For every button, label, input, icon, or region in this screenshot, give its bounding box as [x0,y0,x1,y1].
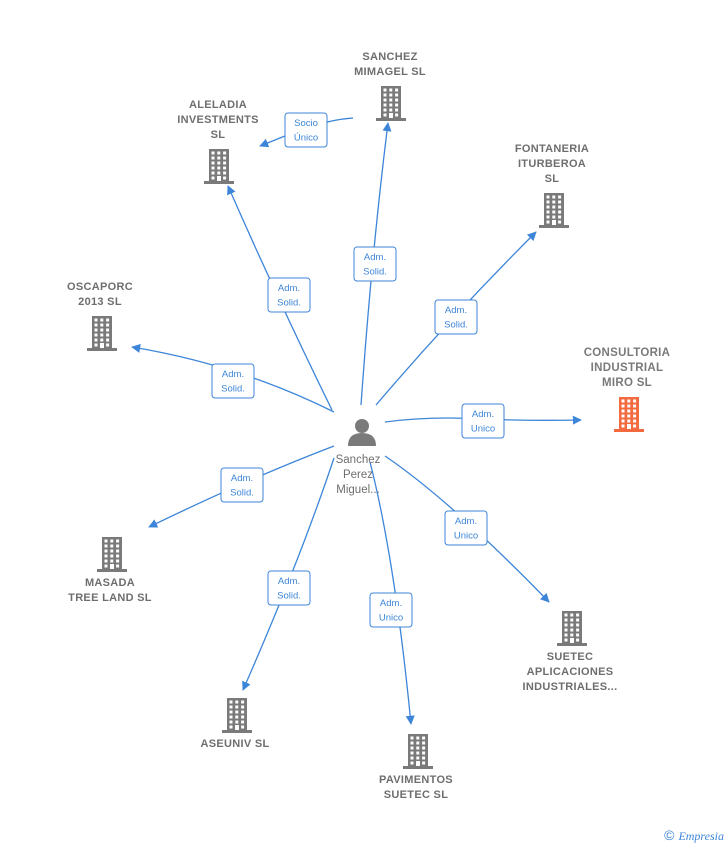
building-icon [403,734,433,769]
edge-label-text: Solid. [277,298,301,309]
company-name-line: SUETEC SL [384,789,448,801]
company-name-line: PAVIMENTOS [379,774,453,786]
building-icon [97,537,127,572]
company-node-pavimentos-suetec[interactable]: PAVIMENTOS SUETEC SL [379,734,453,801]
edge-label-text: Adm. [364,252,386,263]
company-name-line: CONSULTORIA [584,347,671,359]
building-icon [87,316,117,351]
edge-label-text: Solid. [221,384,245,395]
person-name-line: Sanchez [336,454,381,466]
edge-label-text: Único [294,133,318,144]
copyright-icon: © [664,827,675,843]
edge-label-text: Adm. [455,516,477,527]
building-icon [376,86,406,121]
company-name-line: SL [211,129,226,141]
person-icon [348,419,376,446]
building-icon [222,698,252,733]
building-icon [614,397,644,432]
person-name-line: Perez [343,469,373,481]
company-name-line: OSCAPORC [67,281,133,293]
edges-layer [131,117,582,725]
edge-label-box [369,592,413,628]
edge-label-pavimentos-suetec[interactable]: Adm. Unico [369,592,413,628]
edge-label-text: Solid. [363,267,387,278]
building-icon [204,149,234,184]
edge-label-text: Solid. [230,488,254,499]
edge-label-box [267,277,311,313]
edge-label-text: Solid. [277,591,301,602]
company-name-line: MIMAGEL SL [354,66,426,78]
edge-label-masada-tree-land[interactable]: Adm. Solid. [220,467,264,503]
edge-label-box [284,112,328,148]
company-node-suetec-aplicaciones[interactable]: SUETEC APLICACIONES INDUSTRIALES... [523,611,618,693]
company-name-line: MIRO SL [602,377,652,389]
building-icon [539,193,569,228]
company-name-line: INDUSTRIALES... [523,681,618,693]
person-name-line: Miguel... [336,484,379,496]
company-node-aleladia-investments[interactable]: ALELADIA INVESTMENTS SL [177,99,259,184]
edge-label-text: Adm. [278,283,300,294]
edge-label-text: Adm. [222,369,244,380]
brand-logo-text: Empresia [678,829,724,843]
company-node-consultoria-industrial-miro[interactable]: CONSULTORIA INDUSTRIAL MIRO SL [584,347,671,432]
company-node-fontaneria-iturberoa[interactable]: FONTANERIA ITURBEROA SL [515,143,589,228]
edge-label-text: Solid. [444,320,468,331]
footer-brand[interactable]: ©Empresia [664,827,724,844]
company-name-line: 2013 SL [78,296,122,308]
edge-label-box [461,403,505,439]
person-node-center[interactable]: SanchezPerezMiguel... [336,419,381,496]
edge-label-aseuniv[interactable]: Adm. Solid. [267,570,311,606]
edge-label-text: Adm. [231,473,253,484]
company-name-line: INVESTMENTS [177,114,259,126]
company-name-line: MASADA [85,577,135,589]
edge-label-box [267,570,311,606]
edge-label-text: Adm. [472,409,494,420]
company-name-line: FONTANERIA [515,143,589,155]
company-name-line: SANCHEZ [362,51,417,63]
company-node-masada-tree-land[interactable]: MASADA TREE LAND SL [68,537,152,604]
company-name-line: SUETEC [547,651,593,663]
edge-label-box [434,299,478,335]
edge-label-box [353,246,397,282]
edge-label-box [444,510,488,546]
edge-label-text: Unico [379,613,403,624]
company-name-line: SL [545,173,560,185]
company-name-line: INDUSTRIAL [591,362,664,374]
edge-label-box [220,467,264,503]
company-name-line: ASEUNIV SL [200,738,269,750]
edge-label-text: Unico [471,424,495,435]
edge-label-text: Unico [454,531,478,542]
edge-label-suetec-aplicaciones[interactable]: Adm. Unico [444,510,488,546]
edge-label-oscaporc-2013[interactable]: Adm. Solid. [211,363,255,399]
company-name-line: ALELADIA [189,99,247,111]
edge-label-text: Adm. [278,576,300,587]
edge-label-text: Adm. [380,598,402,609]
company-node-oscaporc-2013[interactable]: OSCAPORC 2013 SL [67,281,133,351]
edge-label-sanchez-mimagel[interactable]: Adm. Solid. [353,246,397,282]
building-icon [557,611,587,646]
company-name-line: APLICACIONES [527,666,614,678]
company-name-line: TREE LAND SL [68,592,152,604]
edge-label-box [211,363,255,399]
edge-center-to-pavimentos-suetec [369,461,415,725]
edge-label-fontaneria-iturberoa[interactable]: Adm. Solid. [434,299,478,335]
company-node-sanchez-mimagel[interactable]: SANCHEZ MIMAGEL SL [354,51,426,121]
edge-label-text: Adm. [445,305,467,316]
edge-label-consultoria-industrial-miro[interactable]: Adm. Unico [461,403,505,439]
edge-label-text: Socio [294,118,318,129]
company-name-line: ITURBEROA [518,158,586,170]
edge-label-aleladia-investments[interactable]: Adm. Solid. [267,277,311,313]
edge-center-to-aseuniv [242,457,335,691]
company-node-aseuniv[interactable]: ASEUNIV SL [200,698,269,750]
